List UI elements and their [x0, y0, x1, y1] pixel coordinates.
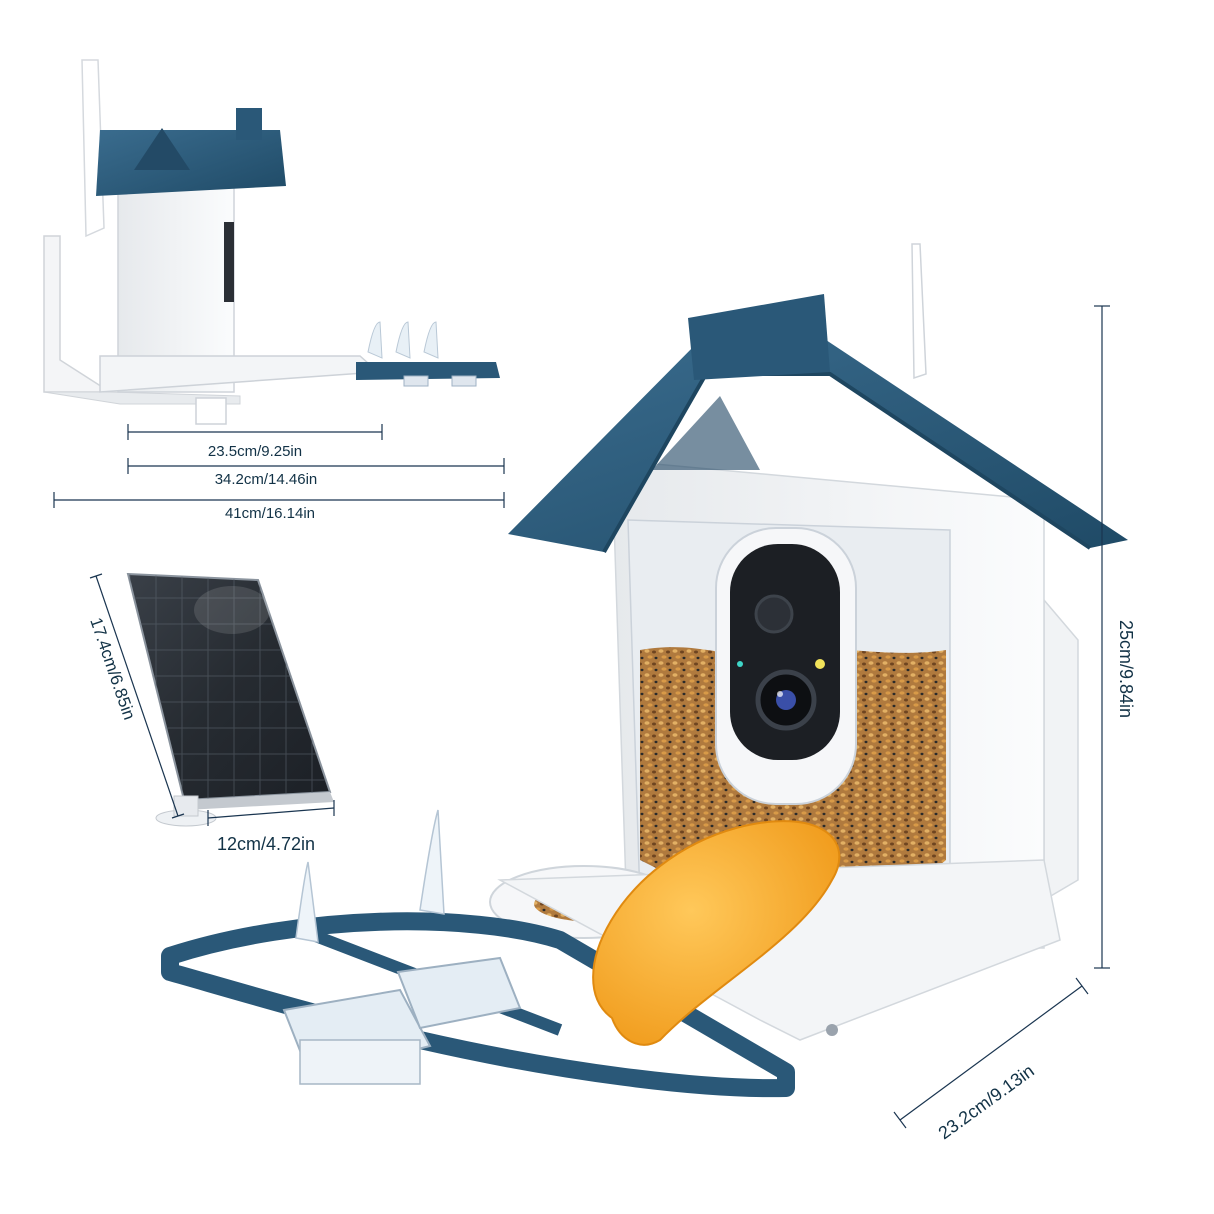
solar-height-label: 17.4cm/6.85in: [86, 615, 139, 722]
main-dimension-lines: [893, 305, 1110, 1129]
side-roof: [96, 130, 286, 196]
dim-inner-label: 23.5cm/9.25in: [208, 443, 302, 460]
main-antenna: [911, 243, 927, 380]
perch-frame: [161, 912, 795, 1098]
side-dimension-lines: [53, 424, 505, 508]
perch-post-right: [419, 809, 445, 915]
main-height-label: 25cm/9.84in: [1116, 620, 1136, 718]
solar-panel: [126, 572, 334, 827]
chimney: [688, 294, 830, 380]
side-view-feeder: [43, 59, 500, 425]
main-depth-label: 23.2cm/9.13in: [935, 1061, 1038, 1144]
side-post: [195, 397, 227, 425]
status-led-icon: [737, 661, 743, 667]
side-body: [117, 169, 235, 393]
main-feeder: [161, 243, 1128, 1098]
dim-middle-label: 34.2cm/14.46in: [215, 471, 318, 488]
main-wall-mount: [1043, 597, 1079, 902]
orange-slice: [592, 820, 841, 1046]
water-cup-right: [396, 956, 522, 1030]
solar-width-label: 12cm/4.72in: [217, 834, 315, 854]
dim-outer-label: 41cm/16.14in: [225, 505, 315, 522]
perch-post-left: [295, 861, 319, 943]
solar-dimension-lines: [89, 573, 335, 826]
main-roof: [508, 340, 1128, 552]
light-sensor-icon: [815, 659, 825, 669]
pir-sensor-icon: [754, 594, 794, 634]
side-wall-bracket: [43, 235, 113, 393]
